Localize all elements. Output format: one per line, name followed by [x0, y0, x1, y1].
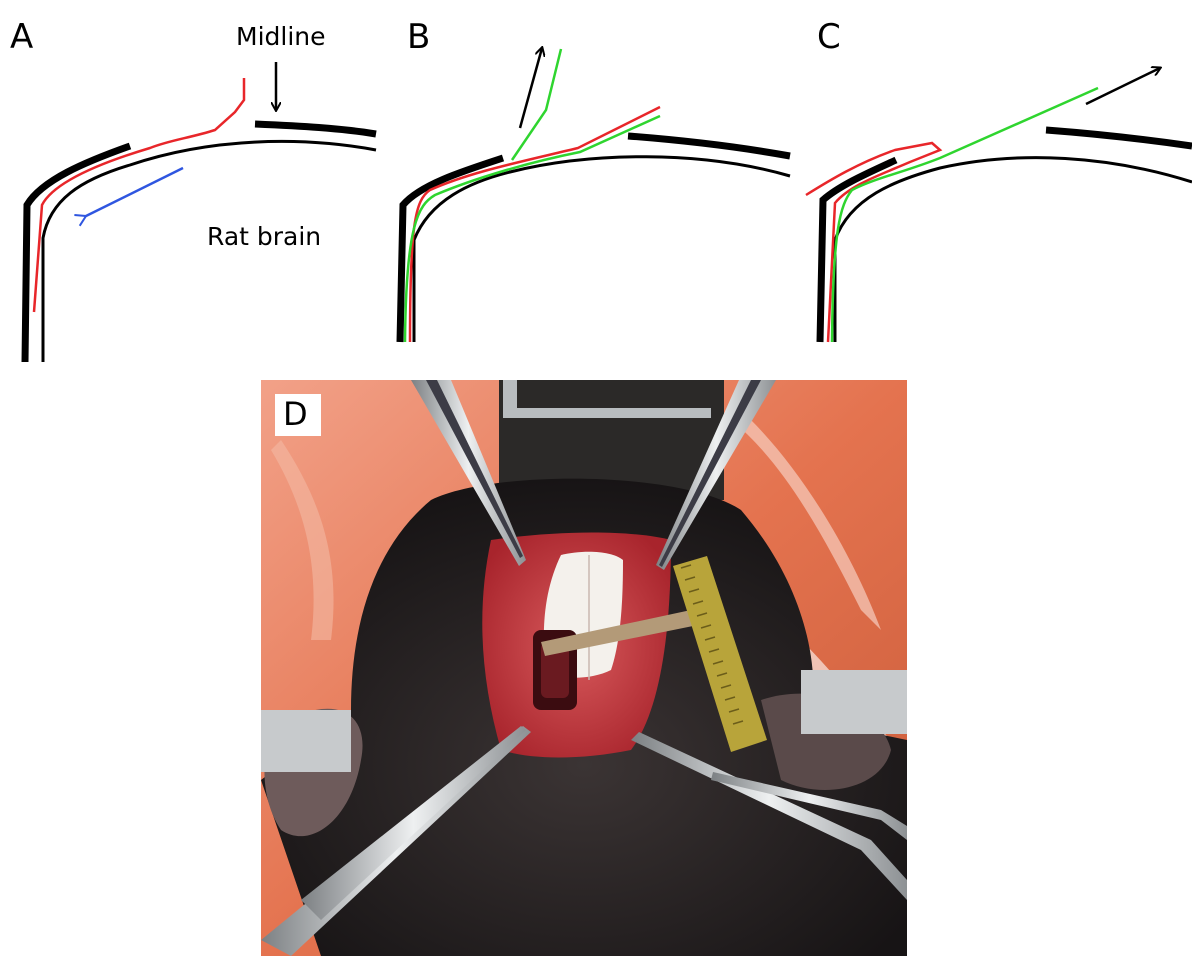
- panel-b-arrow: [520, 48, 542, 128]
- panel-c-diagram: [806, 68, 1192, 342]
- panel-label-d-box: D: [275, 394, 321, 436]
- panel-a-dura-red: [34, 78, 244, 312]
- schematic-diagrams: [0, 0, 1192, 370]
- surgical-photo: D: [261, 380, 907, 956]
- panel-b-red-line: [410, 107, 660, 342]
- surgical-photo-illustration: [261, 380, 907, 956]
- panel-b-diagram: [400, 48, 790, 342]
- panel-c-skull-right: [1046, 130, 1192, 146]
- panel-a-skull-right: [255, 124, 376, 134]
- panel-c-green-line: [832, 88, 1098, 342]
- panel-c-brain-outline: [835, 158, 1192, 342]
- panel-label-d: D: [283, 398, 308, 430]
- panel-a-skull-left: [25, 146, 130, 362]
- panel-c-arrow: [1086, 68, 1160, 104]
- panel-b-green-line-a: [405, 116, 660, 342]
- panel-b-brain-outline: [414, 157, 790, 342]
- panel-b-skull-right: [628, 136, 790, 156]
- panel-a-diagram: [25, 62, 376, 362]
- panel-a-brain-outline: [43, 141, 376, 362]
